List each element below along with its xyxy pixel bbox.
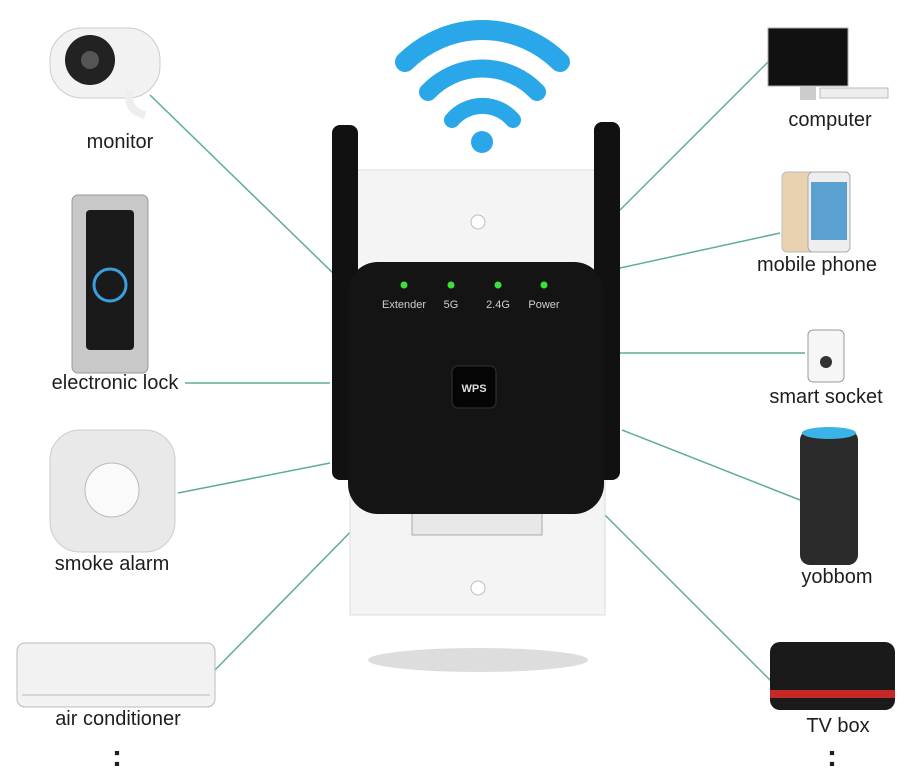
led-power [540, 281, 548, 289]
line-yobbom [621, 429, 801, 501]
line-computer [619, 59, 771, 211]
line-monitor [149, 94, 336, 276]
wps-label: WPS [461, 383, 486, 395]
label-smoke-alarm: smoke alarm [54, 553, 170, 575]
more-indicator-right: : [827, 740, 837, 773]
label-5g: 5G [444, 299, 459, 311]
led-2-4g [494, 281, 502, 289]
label-air-conditioner: air conditioner [55, 708, 181, 730]
label-yobbom: yobbom [801, 566, 873, 588]
label-computer: computer [788, 109, 872, 131]
label-extender: Extender [382, 299, 426, 311]
label-electronic-lock: electronic lock [51, 372, 179, 394]
connection-lines [149, 59, 805, 686]
label-power: Power [528, 299, 560, 311]
label-mobile-phone: mobile phone [756, 254, 878, 276]
desktop-computer-icon [767, 27, 889, 100]
smartphone-icon [781, 171, 851, 253]
smoke-alarm-icon [49, 429, 176, 553]
line-smoke-alarm [177, 462, 331, 494]
video-doorbell-icon [71, 194, 149, 374]
smart-speaker-icon [800, 427, 858, 565]
security-camera-icon [49, 27, 161, 119]
wps-button[interactable]: WPS [451, 365, 497, 409]
label-2-4g: 2.4G [486, 299, 510, 311]
air-conditioner-icon [16, 642, 216, 708]
tv-box-icon [770, 642, 895, 710]
smart-plug-icon [807, 329, 845, 383]
status-leds: Extender 5G 2.4G Power [382, 281, 560, 311]
label-tv-box: TV box [806, 715, 870, 737]
line-air-conditioner [214, 511, 371, 671]
led-5g [447, 281, 455, 289]
label-monitor: monitor [86, 131, 154, 153]
label-smart-socket: smart socket [769, 386, 883, 408]
wifi-icon [395, 20, 570, 153]
line-mobile-phone [619, 232, 781, 269]
led-extender [400, 281, 408, 289]
line-tv-box [594, 504, 776, 686]
more-indicator-left: : [112, 740, 122, 773]
